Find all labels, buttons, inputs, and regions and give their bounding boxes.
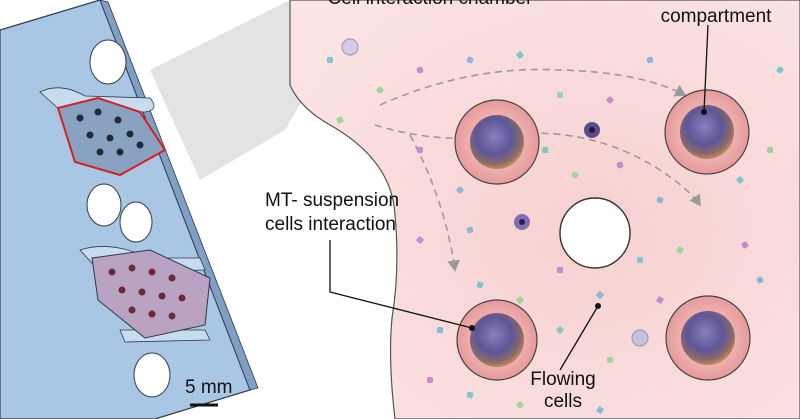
- chip-well-dot: [76, 114, 84, 122]
- well-top-right: [664, 89, 750, 175]
- chip-well-dot: [148, 310, 156, 318]
- flowing-cell: [646, 56, 654, 64]
- mt-label-line2: cells interaction: [265, 214, 396, 235]
- flowing-cell: [336, 116, 344, 124]
- flowing-cell: [556, 91, 564, 99]
- flowing-cell: [327, 57, 333, 63]
- compartment-wells: [454, 89, 751, 381]
- flowing-label-line1: Flowing: [530, 369, 595, 390]
- scale-bar-label: 5 mm: [185, 377, 233, 398]
- chip-well-dot: [136, 141, 144, 149]
- chip-well-dot: [86, 131, 94, 139]
- flowing-cell: [436, 326, 444, 334]
- flowing-cell: [776, 66, 784, 74]
- chip-well-dot: [168, 274, 176, 282]
- chip-well-dot: [168, 312, 176, 320]
- flowing-cell: [636, 256, 644, 264]
- flowing-cell: [516, 296, 524, 304]
- chip-well-dot: [128, 264, 136, 272]
- flowing-cell: [416, 236, 424, 244]
- chip-well-dot: [96, 148, 104, 156]
- flowing-cell: [541, 146, 549, 154]
- well-bottom-right: [665, 295, 751, 381]
- flowing-label-line2: cells: [544, 391, 582, 412]
- flowing-cell: [556, 326, 564, 334]
- chip-well-dot: [158, 292, 166, 300]
- microfluidic-chip: [0, 0, 259, 419]
- pointer-lines: [329, 24, 709, 371]
- flowing-cell: [476, 281, 484, 289]
- flowing-cell: [516, 51, 524, 59]
- flowing-cell: [766, 146, 774, 154]
- chip-well-dot: [128, 306, 136, 314]
- flowing-cell: [741, 241, 749, 249]
- flowing-cell: [596, 291, 604, 299]
- chip-well-dot: [114, 116, 122, 124]
- flowing-cell: [376, 86, 384, 94]
- chip-well-dot: [178, 294, 186, 302]
- flowing-cell: [466, 226, 474, 234]
- flowing-cell: [756, 276, 764, 284]
- chip-well-dot: [94, 108, 102, 116]
- flowing-cell: [456, 186, 464, 194]
- flowing-cell: [616, 161, 624, 169]
- flowing-cell: [516, 401, 524, 409]
- chip-chamber-bottom: [91, 249, 211, 339]
- flowing-cell: [426, 376, 434, 384]
- chip-well-dot: [106, 134, 114, 142]
- central-pillar: [559, 197, 631, 269]
- chamber-title: Cell interaction chamber: [328, 0, 534, 9]
- scale-bar: 5 mm: [185, 377, 233, 407]
- flowing-cell: [416, 146, 424, 154]
- flowing-cell: [656, 296, 664, 304]
- mt-label-line1: MT- suspension: [265, 190, 399, 211]
- chip-well-dot: [138, 288, 146, 296]
- flowing-cell: [656, 196, 664, 204]
- flowing-cell: [606, 96, 614, 104]
- flowing-cells: [327, 51, 784, 414]
- flowing-cell: [556, 266, 564, 274]
- flowing-cell: [606, 356, 614, 364]
- chip-wells: [76, 108, 186, 320]
- chip-well-dot: [108, 268, 116, 276]
- flowing-cell: [736, 176, 744, 184]
- chip-well-dot: [126, 130, 134, 138]
- flowing-cell: [466, 56, 474, 64]
- chip-well-dot: [148, 268, 156, 276]
- well-bottom-left: [456, 299, 538, 381]
- flowing-cell: [676, 246, 684, 254]
- chip-well-dot: [116, 148, 124, 156]
- flowing-cell: [571, 171, 579, 179]
- flowing-cell: [596, 406, 604, 414]
- well-top-left: [454, 99, 540, 185]
- large-cells: [341, 38, 649, 347]
- flowing-cell: [416, 66, 424, 74]
- flowing-cell: [466, 391, 474, 399]
- compartment-label: compartment: [661, 6, 773, 27]
- chip-well-dot: [118, 286, 126, 294]
